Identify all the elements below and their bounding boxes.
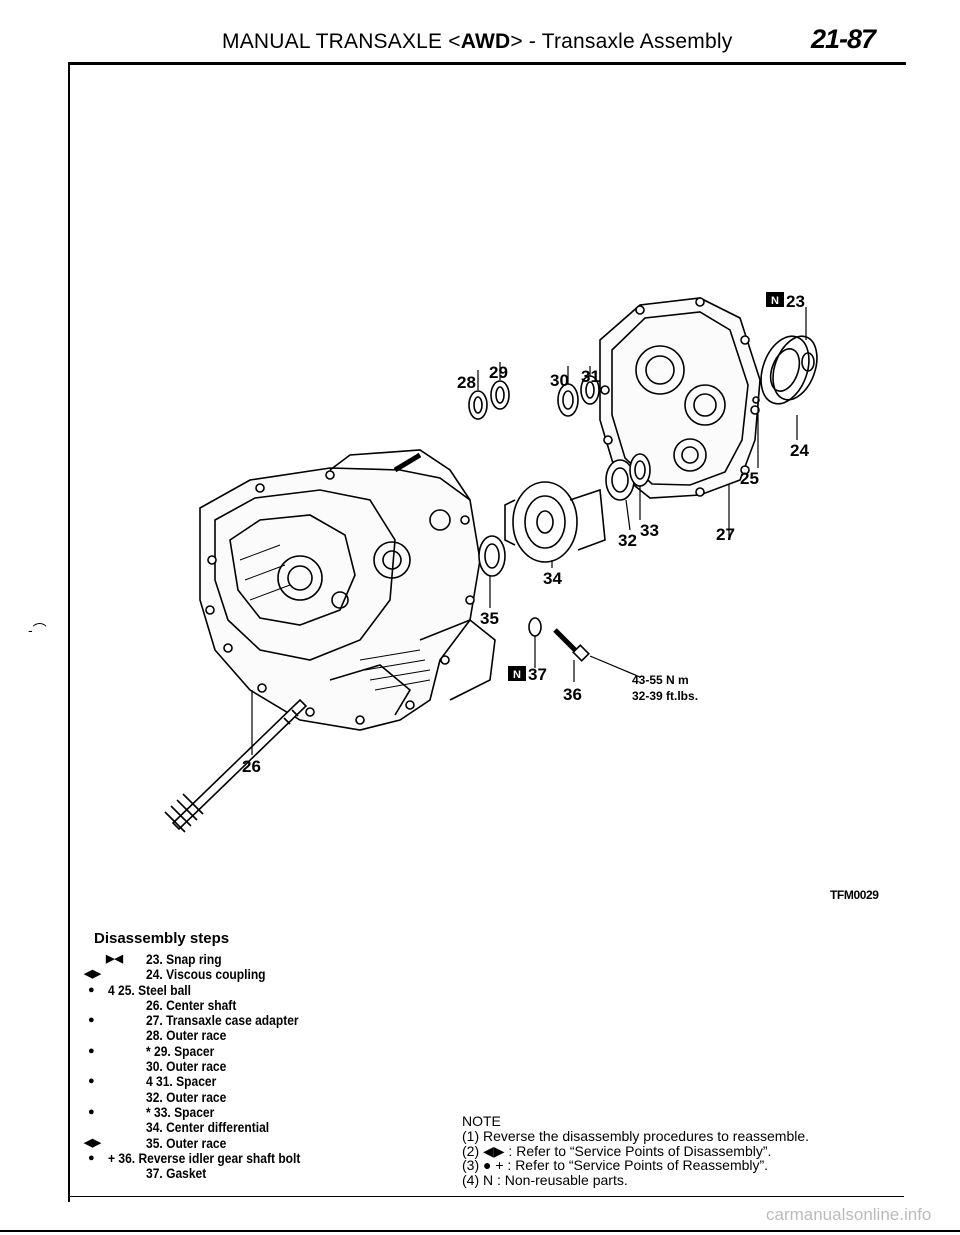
header-rule — [68, 62, 906, 65]
callout-23: 23 — [786, 292, 805, 311]
leader-lines — [251, 307, 807, 755]
callout-24: 24 — [790, 441, 809, 460]
new-part-icon — [508, 666, 526, 681]
step-30: 30. Outer race — [146, 1058, 227, 1075]
exploded-view-diagram: N 23 24 25 26 27 28 29 30 31 32 33 34 35… — [164, 292, 818, 833]
margin-mark: -⌒ — [28, 622, 47, 638]
header-title-prefix: MANUAL TRANSAXLE < — [222, 30, 461, 53]
step-33: ●* 33. Spacer — [88, 1103, 215, 1120]
step-25: ●4 25. Steel ball — [88, 981, 191, 998]
step-34: 34. Center differential — [146, 1119, 270, 1136]
step-23: ▶◀23. Snap ring — [106, 951, 222, 967]
header-title-awd: AWD — [460, 30, 511, 53]
disassembly-steps-title: Disassembly steps — [94, 930, 230, 947]
step-29: ●* 29. Spacer — [88, 1042, 215, 1059]
footer-rule — [68, 1196, 904, 1197]
idler-bolt-drawing — [553, 628, 590, 662]
callout-31: 31 — [581, 367, 600, 386]
part-callouts: N 23 24 25 26 27 28 29 30 31 32 33 34 35… — [242, 292, 809, 776]
transaxle-housing-drawing — [199, 449, 496, 731]
step-31: ●4 31. Spacer — [88, 1073, 217, 1090]
viscous-coupling-drawing — [760, 335, 818, 405]
note-2: (2) ◀▶ : Refer to “Service Points of Dis… — [462, 1142, 772, 1159]
callout-33: 33 — [640, 521, 659, 540]
page-bottom-rule — [0, 1230, 960, 1232]
step-32: 32. Outer race — [146, 1088, 227, 1105]
notes-heading: NOTE — [462, 1113, 501, 1129]
outer-race-rings-drawing — [468, 375, 651, 577]
callout-25: 25 — [740, 469, 759, 488]
header-title-suffix: > - Transaxle Assembly — [510, 30, 733, 53]
center-shaft-drawing — [164, 698, 308, 833]
note-1: (1) Reverse the disassembly procedures t… — [462, 1127, 810, 1144]
left-margin-rule — [68, 62, 70, 1202]
callout-27: 27 — [716, 525, 735, 544]
page-header-title: MANUAL TRANSAXLE <AWD> - Transaxle Assem… — [222, 30, 732, 54]
svg-text:N: N — [771, 295, 779, 307]
figure-id: TFM0029 — [830, 888, 879, 902]
disassembly-steps-list: ▶◀23. Snap ring ◀▶24. Viscous coupling ●… — [84, 952, 384, 1181]
notes-block: NOTE (1) Reverse the disassembly procedu… — [462, 1114, 809, 1188]
watermark: carmanualsonline.info — [766, 1205, 932, 1224]
step-35: ◀▶35. Outer race — [84, 1134, 227, 1151]
new-part-icon — [766, 292, 784, 307]
callout-29: 29 — [489, 363, 508, 382]
callout-37: 37 — [528, 665, 547, 684]
step-27: ●27. Transaxle case adapter — [88, 1012, 299, 1029]
callout-28: 28 — [457, 373, 476, 392]
callout-36: 36 — [563, 685, 582, 704]
step-37: 37. Gasket — [146, 1165, 207, 1182]
center-differential-drawing — [504, 481, 606, 563]
step-36: ●+ 36. Reverse idler gear shaft bolt — [88, 1149, 301, 1166]
callout-35: 35 — [480, 609, 499, 628]
step-26: 26. Center shaft — [146, 996, 237, 1013]
callout-26: 26 — [242, 757, 261, 776]
torque-nm: 43-55 N m — [632, 673, 689, 687]
svg-text:N: N — [513, 669, 521, 681]
case-adapter-drawing — [599, 297, 761, 499]
callout-30: 30 — [550, 371, 569, 390]
callout-32: 32 — [618, 531, 637, 550]
step-28: 28. Outer race — [146, 1027, 227, 1044]
torque-ftlbs: 32-39 ft.lbs. — [632, 689, 698, 703]
note-3: (3) ● + : Refer to “Service Points of Re… — [462, 1157, 769, 1174]
step-24: ◀▶24. Viscous coupling — [84, 966, 266, 983]
callout-34: 34 — [543, 569, 562, 588]
note-4: (4) N : Non-reusable parts. — [462, 1172, 628, 1189]
page-number: 21-87 — [811, 24, 876, 54]
